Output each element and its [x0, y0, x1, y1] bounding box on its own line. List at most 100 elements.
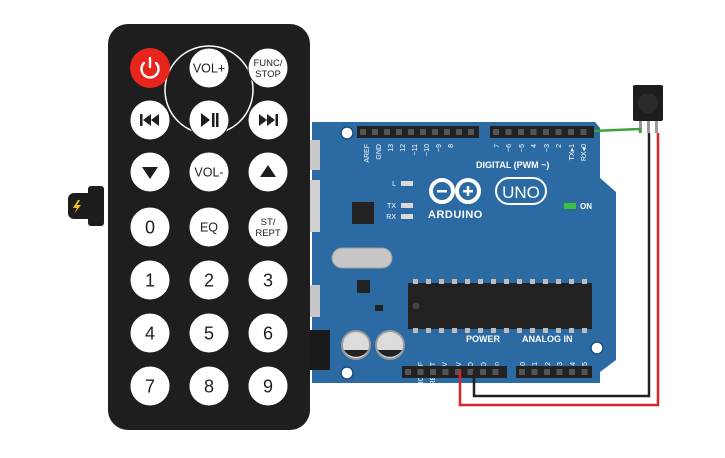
remote-button-func-stop[interactable]: FUNC/STOP	[247, 47, 289, 89]
header-pin	[384, 129, 390, 135]
header-pin	[442, 369, 449, 375]
remote-button-eq[interactable]: EQ	[188, 206, 230, 248]
led-tx	[401, 203, 413, 208]
smd-part	[375, 305, 383, 311]
remote-button-4[interactable]: 4	[129, 312, 171, 354]
remote-button-7[interactable]: 7	[129, 365, 171, 407]
remote-button-down[interactable]	[129, 151, 171, 193]
usb-chip	[352, 202, 374, 224]
remote-button-3[interactable]: 3	[247, 259, 289, 301]
remote-button-0[interactable]: 0	[129, 206, 171, 248]
mounting-hole	[340, 126, 354, 140]
remote-button-label: 6	[263, 324, 273, 344]
remote-button-6[interactable]: 6	[247, 312, 289, 354]
header-pin	[480, 369, 486, 375]
digital-pin-label: 8	[448, 144, 455, 148]
led-label-tx: TX	[387, 203, 396, 210]
remote-button-label: 2	[204, 271, 214, 291]
digital-pin-label: ~6	[506, 144, 513, 152]
remote-button-label: 7	[145, 377, 155, 397]
header-pin	[544, 369, 550, 375]
led-l	[401, 181, 413, 186]
power-header-label: POWER	[466, 334, 501, 344]
play-pause-icon	[201, 113, 219, 127]
skip-back-icon	[140, 114, 159, 126]
triangle-down-icon	[142, 167, 158, 179]
digital-pin-label: 12	[400, 144, 407, 152]
digital-pin-label: AREF	[364, 144, 371, 163]
header-pin	[580, 129, 587, 135]
digital-pin-label: ~3	[544, 144, 551, 152]
remote-button-5[interactable]: 5	[188, 312, 230, 354]
crystal	[331, 247, 393, 269]
header-pin	[467, 369, 474, 375]
power-icon	[140, 56, 160, 79]
digital-pin-label: ~11	[412, 144, 419, 155]
header-pin	[556, 369, 563, 375]
signal-wire	[593, 127, 642, 133]
digital-pin-label: ~5	[519, 144, 526, 152]
header-pin	[372, 129, 378, 135]
remote-button-up[interactable]	[247, 151, 289, 193]
digital-pin-label: ~10	[424, 144, 431, 156]
digital-pin-label: RX◂0	[581, 144, 588, 161]
remote-button-label: 9	[263, 377, 273, 397]
header-pin	[408, 129, 414, 135]
mounting-hole	[590, 341, 604, 355]
remote-button-vol-down[interactable]: VOL-	[188, 151, 230, 193]
digital-pin-label: GND	[376, 144, 383, 160]
digital-pin-label: TX▸1	[569, 144, 576, 160]
remote-button-next[interactable]	[247, 99, 289, 141]
triangle-up-icon	[260, 165, 276, 177]
header-pin	[492, 369, 499, 375]
header-pin	[420, 129, 426, 135]
remote-button-label: VOL-	[194, 166, 223, 180]
remote-button-label: 1	[145, 271, 155, 291]
remote-button-9[interactable]: 9	[247, 365, 289, 407]
remote-button-prev[interactable]	[129, 99, 171, 141]
on-label: ON	[580, 202, 592, 211]
header-pin	[468, 129, 474, 135]
uno-badge	[495, 177, 547, 205]
mounting-hole	[340, 366, 354, 380]
remote-button-vol-up[interactable]: VOL+	[188, 47, 230, 89]
header-pin	[543, 129, 549, 135]
remote-button-2[interactable]: 2	[188, 259, 230, 301]
gnd-wire	[472, 133, 651, 398]
remote-button-label: REPT	[255, 228, 281, 239]
led-label-l: L	[392, 181, 396, 188]
remote-button-1[interactable]: 1	[129, 259, 171, 301]
ir-receiver-lens	[638, 93, 658, 113]
remote-button-st-rept[interactable]: ST/REPT	[247, 206, 289, 248]
led-on	[564, 203, 576, 209]
remote-button-power[interactable]	[130, 48, 170, 88]
brand-label: ARDUINO	[428, 209, 483, 221]
remote-button-label: STOP	[255, 69, 281, 80]
arduino-board: L TX RX ON ARDUINO UNO DIGITAL (PWM ~) P…	[306, 122, 616, 385]
remote-button-label: EQ	[200, 221, 218, 235]
vcc-wire	[458, 133, 660, 407]
digital-pin-label: 13	[388, 144, 395, 152]
header-pin	[432, 129, 438, 135]
atmega-chip	[408, 283, 592, 329]
header-pin	[530, 129, 537, 135]
header-pin	[417, 369, 424, 375]
header-pin	[555, 129, 562, 135]
digital-pin-label: ~9	[436, 144, 443, 152]
remote-button-label: VOL+	[193, 62, 225, 76]
header-pin	[493, 129, 499, 135]
header-pin	[455, 369, 461, 375]
header-pin	[405, 369, 411, 375]
header-pin	[519, 369, 525, 375]
digital-pin-label: 2	[556, 144, 563, 148]
remote-button-8[interactable]: 8	[188, 365, 230, 407]
digital-pin-label: 7	[494, 144, 501, 148]
header-pin	[568, 129, 574, 135]
digital-header-label: DIGITAL (PWM ~)	[476, 160, 549, 170]
remote-button-label: ST/	[261, 217, 276, 228]
header-pin	[456, 129, 462, 135]
arduino-logo	[429, 178, 481, 204]
remote-button-play-pause[interactable]	[188, 99, 230, 141]
